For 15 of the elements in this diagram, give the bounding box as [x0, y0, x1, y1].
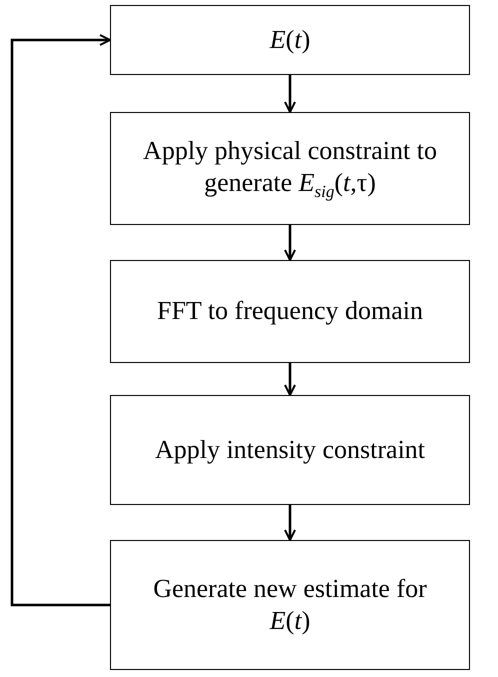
step-text: Apply physical constraint to generate E$_{sig}$(t,τ)	[142, 134, 438, 202]
process-box	[110, 540, 470, 670]
feedback-arrow	[10, 34, 111, 606]
process-box	[110, 260, 470, 363]
step-text: Apply intensity constraint	[154, 434, 426, 466]
arrow	[284, 75, 296, 113]
step-text: FFT to frequency domain	[156, 295, 424, 328]
arrow	[284, 363, 296, 396]
step-text: E(t)	[268, 24, 312, 56]
process-box	[110, 5, 470, 75]
arrow	[284, 225, 296, 261]
step-text: Generate new estimate for E(t)	[152, 572, 428, 637]
process-box	[110, 112, 470, 225]
process-box	[110, 395, 470, 505]
arrow	[284, 505, 296, 541]
